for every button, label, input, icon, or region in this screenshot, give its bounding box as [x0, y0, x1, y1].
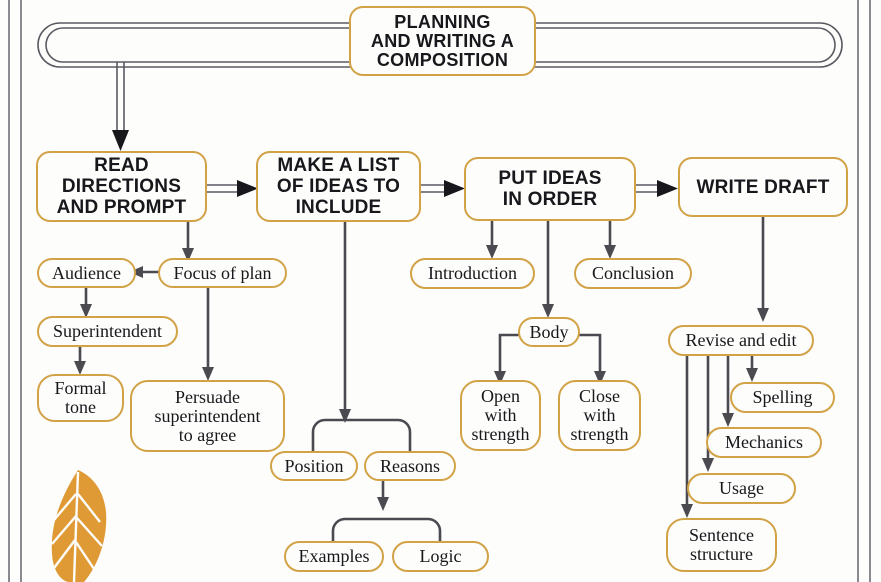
node-title-label: PLANNING AND WRITING A COMPOSITION	[370, 11, 515, 70]
node-body-label: Body	[529, 321, 569, 342]
page-border-left	[8, 0, 22, 582]
arrowhead-superintendent-to-formal-tone	[74, 361, 86, 375]
node-superintendent-label: Superintendent	[53, 321, 162, 341]
node-title[interactable]: PLANNING AND WRITING A COMPOSITION	[349, 6, 536, 76]
node-formal-tone-label: Formal tone	[54, 378, 107, 417]
arrowhead-list-to-split	[339, 409, 351, 423]
node-open-with-strength[interactable]: Open with strength	[460, 380, 541, 451]
node-usage[interactable]: Usage	[687, 473, 796, 504]
node-persuade-superintendent[interactable]: Persuade superintendent to agree	[130, 380, 285, 452]
node-reasons-label: Reasons	[380, 455, 440, 476]
node-usage-label: Usage	[719, 478, 764, 498]
arrowhead-draft-to-revise	[757, 308, 769, 322]
node-close-with-strength[interactable]: Close with strength	[558, 380, 641, 451]
arrowhead-order-to-introduction	[486, 245, 498, 259]
arrowhead-focus-to-audience	[129, 266, 143, 278]
node-make-a-list-label: MAKE A LIST OF IDEAS TO INCLUDE	[276, 155, 401, 218]
node-introduction[interactable]: Introduction	[410, 258, 535, 289]
node-open-with-strength-label: Open with strength	[471, 386, 530, 444]
connector-order-to-draft	[636, 184, 660, 193]
arrowhead-list-to-order	[444, 180, 465, 197]
node-superintendent[interactable]: Superintendent	[37, 316, 178, 347]
node-spelling-label: Spelling	[752, 387, 813, 407]
node-introduction-label: Introduction	[428, 263, 517, 283]
node-formal-tone[interactable]: Formal tone	[37, 374, 124, 422]
node-position[interactable]: Position	[270, 451, 358, 481]
node-logic[interactable]: Logic	[392, 541, 489, 572]
node-examples[interactable]: Examples	[284, 541, 384, 572]
node-conclusion-label: Conclusion	[591, 263, 674, 283]
node-logic-label: Logic	[419, 546, 462, 566]
node-write-draft-label: WRITE DRAFT	[696, 176, 830, 198]
connector-bracket-examples-logic	[331, 517, 442, 541]
arrowhead-revise-to-sentence-structure	[681, 504, 693, 518]
arrowhead-body-to-close	[594, 371, 606, 385]
arrowhead-read-to-list	[237, 180, 258, 197]
node-close-with-strength-label: Close with strength	[570, 386, 629, 444]
node-mechanics-label: Mechanics	[725, 432, 803, 452]
node-revise-and-edit-label: Revise and edit	[685, 330, 797, 350]
node-put-ideas-in-order-label: PUT IDEAS IN ORDER	[498, 168, 602, 210]
arrowhead-focus-to-persuade	[202, 367, 214, 381]
node-spelling[interactable]: Spelling	[730, 382, 835, 413]
node-audience[interactable]: Audience	[37, 258, 136, 288]
node-read-directions[interactable]: READ DIRECTIONS AND PROMPT	[36, 151, 207, 222]
node-put-ideas-in-order[interactable]: PUT IDEAS IN ORDER	[464, 157, 636, 221]
node-body[interactable]: Body	[518, 317, 580, 347]
title-track	[37, 22, 843, 68]
arrowhead-audience-to-superintendent	[80, 304, 92, 318]
node-revise-and-edit[interactable]: Revise and edit	[668, 325, 814, 356]
arrowhead-revise-to-spelling	[746, 368, 758, 382]
page-border-right	[857, 0, 871, 582]
connector-list-to-order	[421, 184, 447, 193]
node-position-label: Position	[284, 455, 344, 476]
node-focus-of-plan[interactable]: Focus of plan	[158, 258, 287, 288]
arrowhead-read-to-focus	[182, 248, 194, 262]
node-mechanics[interactable]: Mechanics	[706, 427, 822, 458]
node-focus-of-plan-label: Focus of plan	[173, 262, 272, 283]
node-examples-label: Examples	[298, 546, 370, 566]
node-sentence-structure-label: Sentence structure	[689, 525, 754, 564]
node-read-directions-label: READ DIRECTIONS AND PROMPT	[56, 155, 187, 218]
node-persuade-superintendent-label: Persuade superintendent to agree	[154, 386, 261, 445]
arrowhead-order-to-body	[542, 304, 554, 318]
node-make-a-list[interactable]: MAKE A LIST OF IDEAS TO INCLUDE	[256, 151, 421, 222]
node-sentence-structure[interactable]: Sentence structure	[666, 518, 777, 572]
connector-read-to-list	[207, 184, 240, 193]
arrowhead-title-to-read	[112, 130, 129, 151]
node-audience-label: Audience	[52, 262, 121, 283]
node-write-draft[interactable]: WRITE DRAFT	[678, 157, 848, 217]
arrowhead-revise-to-usage	[702, 458, 714, 472]
arrowhead-order-to-draft	[657, 180, 678, 197]
arrowhead-order-to-conclusion	[604, 245, 616, 259]
arrowhead-reasons-to-split	[377, 497, 389, 511]
node-reasons[interactable]: Reasons	[364, 451, 456, 481]
arrowhead-body-to-open	[494, 371, 506, 385]
node-conclusion[interactable]: Conclusion	[574, 258, 692, 289]
connector-title-to-read	[116, 62, 125, 133]
connector-bracket-position-reasons	[311, 418, 412, 453]
arrowhead-revise-to-mechanics	[722, 413, 734, 427]
feather-decoration	[51, 470, 107, 582]
